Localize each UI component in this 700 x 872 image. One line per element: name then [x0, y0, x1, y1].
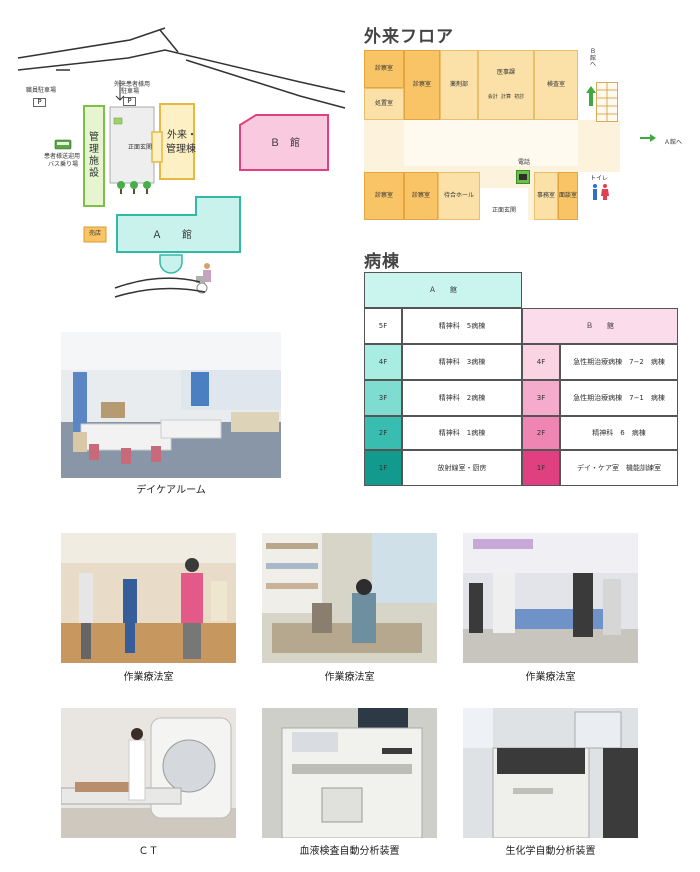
shop-label: 売店: [89, 230, 102, 237]
occupational-therapy-photo-3: [463, 533, 638, 663]
ward-a-2f-floor: 2F: [364, 416, 402, 450]
biochemistry-analyzer-caption: 生化学自動分析装置: [505, 846, 596, 857]
to-b-char-3: へ: [589, 61, 596, 69]
outpatient-admin-label-2: 管理棟: [166, 144, 196, 155]
ward-a-1f-floor: 1F: [364, 450, 402, 486]
front-entrance-map-label: 正面玄関: [128, 144, 153, 151]
toilet-room: トイレ: [578, 172, 620, 220]
blood-analyzer-photo: [262, 708, 437, 838]
to-b-char-1: Ｂ: [589, 48, 596, 56]
ward-a-1f-name: 放射線室・厨房: [402, 450, 522, 486]
exam-room-1: 診察室: [364, 50, 404, 88]
ward-a-header: Ａ 館: [364, 272, 522, 308]
ward-a-3f-floor: 3F: [364, 380, 402, 416]
exam-room-4: 診察室: [404, 172, 438, 220]
outpatient-parking-sign: P: [123, 97, 136, 106]
up-arrow-icon: [586, 86, 596, 106]
ward-b-3f-name: 急性期治療病棟 7−1 病棟: [560, 380, 678, 416]
ward-a-4f-floor: 4F: [364, 344, 402, 380]
ward-b-4f-name: 急性期治療病棟 7−2 病棟: [560, 344, 678, 380]
staff-parking-label: 職員駐車場: [26, 87, 57, 94]
outpatient-floor-title: 外来フロア: [364, 27, 454, 47]
occupational-therapy-caption-1: 作業療法室: [123, 672, 174, 683]
ward-a-5f-floor: 5F: [364, 308, 402, 344]
exam-room-3: 診察室: [364, 172, 404, 220]
office-room: 事務室: [534, 172, 558, 220]
ward-a-2f-name: 精神科 1病棟: [402, 416, 522, 450]
to-b-char-2: 館: [589, 54, 596, 62]
phone-icon: [516, 170, 530, 184]
daycare-room-caption: デイケアルーム: [136, 485, 206, 496]
medical-affairs-counters: 会計 計算 初診: [487, 93, 525, 101]
ward-b-2f-floor: 2F: [522, 416, 560, 450]
blood-analyzer-caption: 血液検査自動分析装置: [299, 846, 400, 857]
waiting-hall: 待合ホール: [438, 172, 480, 220]
building-a-map-label: Ａ 館: [152, 230, 192, 241]
biochemistry-analyzer-photo: [463, 708, 638, 838]
treatment-room: 処置室: [364, 88, 404, 120]
ward-a-3f-name: 精神科 2病棟: [402, 380, 522, 416]
ct-scanner-photo: [61, 708, 236, 838]
occupational-therapy-photo-1: [61, 533, 236, 663]
bus-stop-label-1: 患者様送迎用: [44, 153, 81, 160]
occupational-therapy-photo-2: [262, 533, 437, 663]
exam-room-2: 診察室: [404, 50, 440, 120]
occupational-therapy-caption-2: 作業療法室: [324, 672, 375, 683]
ward-b-2f-name: 精神科 6 病棟: [560, 416, 678, 450]
outpatient-parking-label-2: 駐車場: [121, 88, 140, 95]
bus-stop-label-2: バス乗り場: [48, 161, 79, 168]
pharmacy-room: 薬剤部: [440, 50, 478, 120]
admin-building-char-2: 理: [89, 144, 99, 155]
admin-building-char-4: 設: [89, 168, 99, 179]
billing-label: 計算: [500, 93, 511, 100]
medical-affairs-label: 医事課: [496, 68, 515, 76]
center-corridor: [404, 120, 578, 166]
ward-b-header: Ｂ 館: [522, 308, 678, 344]
laboratory-room: 検査室: [534, 50, 578, 120]
admin-building-char-3: 施: [89, 156, 99, 167]
ward-title: 病棟: [364, 252, 400, 272]
ward-b-4f-floor: 4F: [522, 344, 560, 380]
daycare-room-photo: [61, 332, 281, 478]
ward-a-4f-name: 精神科 3病棟: [402, 344, 522, 380]
ward-b-1f-name: デイ・ケア室 機能訓練室: [560, 450, 678, 486]
accounting-label: 会計: [487, 93, 498, 100]
ward-a-5f-name: 精神科 5病棟: [402, 308, 522, 344]
corridor-gap: [620, 126, 626, 154]
site-map: [17, 27, 346, 298]
reception-label: 初診: [514, 93, 525, 100]
phone-label: 電話: [518, 159, 531, 166]
ward-b-1f-floor: 1F: [522, 450, 560, 486]
front-entrance-floor-label: 正面玄関: [492, 207, 517, 214]
occupational-therapy-caption-3: 作業療法室: [525, 672, 576, 683]
outpatient-parking-label-1: 外来患者様用: [114, 81, 151, 88]
admin-building-char-1: 管: [89, 132, 99, 143]
left-corridor: [380, 120, 404, 166]
ct-scanner-caption: ＣＴ: [138, 846, 159, 857]
staff-parking-sign: P: [33, 98, 46, 107]
to-building-a-label: Ａ館へ: [664, 139, 683, 146]
consultation-room: 面談室: [558, 172, 578, 220]
outpatient-admin-label-1: 外来・: [167, 130, 197, 141]
ward-b-3f-floor: 3F: [522, 380, 560, 416]
right-arrow-icon: [640, 134, 656, 142]
entrance-area: [480, 188, 528, 220]
building-b-map-label: Ｂ 館: [270, 138, 300, 149]
stairs-icon: [596, 82, 618, 122]
to-building-b-label: Ｂ 館 へ: [588, 44, 598, 74]
medical-affairs-room: 医事課 会計 計算 初診: [478, 50, 534, 120]
toilet-icon: [593, 184, 609, 200]
